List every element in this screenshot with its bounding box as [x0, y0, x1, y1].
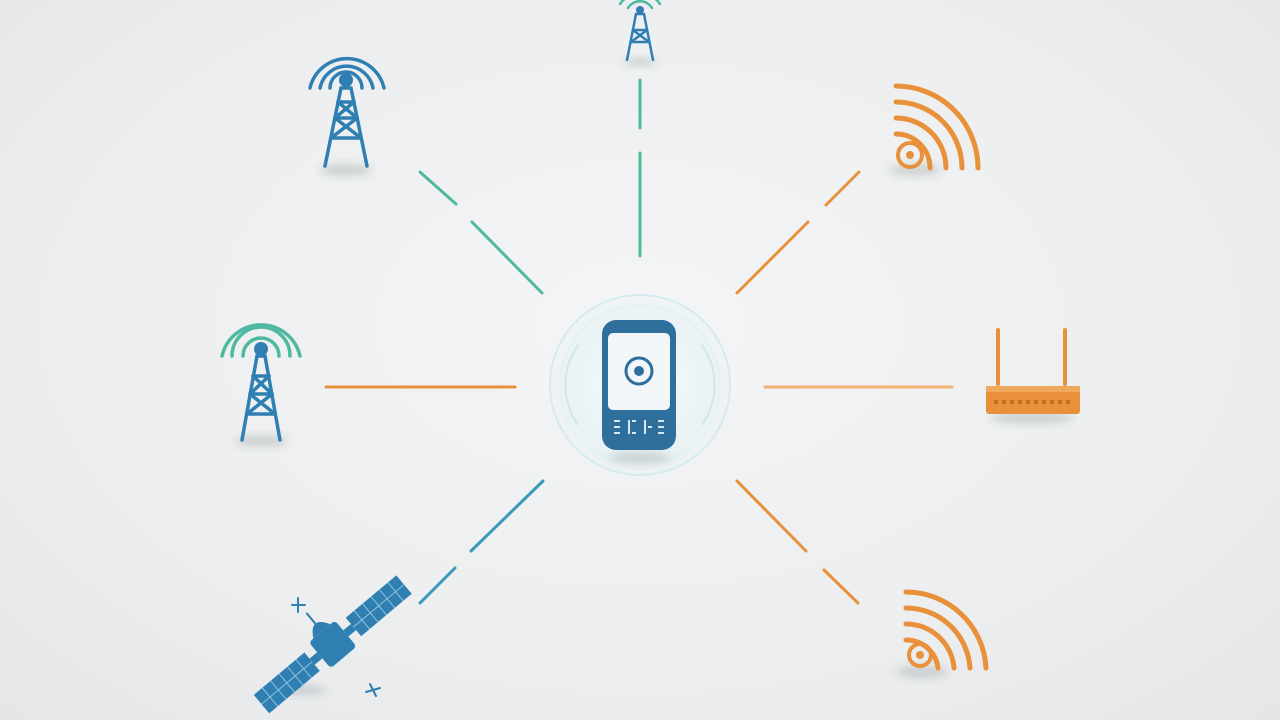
node-wifi-lower-right	[896, 589, 989, 678]
node-tower-upper-left	[308, 56, 386, 176]
connection-links	[324, 78, 954, 605]
node-tower-left	[220, 323, 302, 447]
cell-tower-icon	[220, 323, 302, 442]
node-tower-top	[618, 0, 662, 66]
link-tower-upper-left	[418, 170, 544, 295]
link-wifi-lower-right	[735, 479, 860, 605]
node-wifi-upper-right	[889, 83, 981, 176]
node-satellite	[253, 575, 412, 714]
wifi-signal-icon	[903, 589, 989, 671]
center-device	[548, 293, 732, 477]
node-router-right	[986, 328, 1080, 424]
wifi-signal-icon	[893, 83, 981, 171]
mobile-phone-icon	[602, 320, 676, 450]
link-wifi-upper-right	[735, 170, 861, 295]
cell-tower-icon	[618, 0, 662, 62]
router-icon	[986, 328, 1080, 414]
satellite-antenna-icon	[291, 597, 381, 697]
cell-tower-icon	[308, 56, 386, 168]
link-satellite	[418, 479, 545, 605]
satellite-icon	[253, 575, 412, 714]
